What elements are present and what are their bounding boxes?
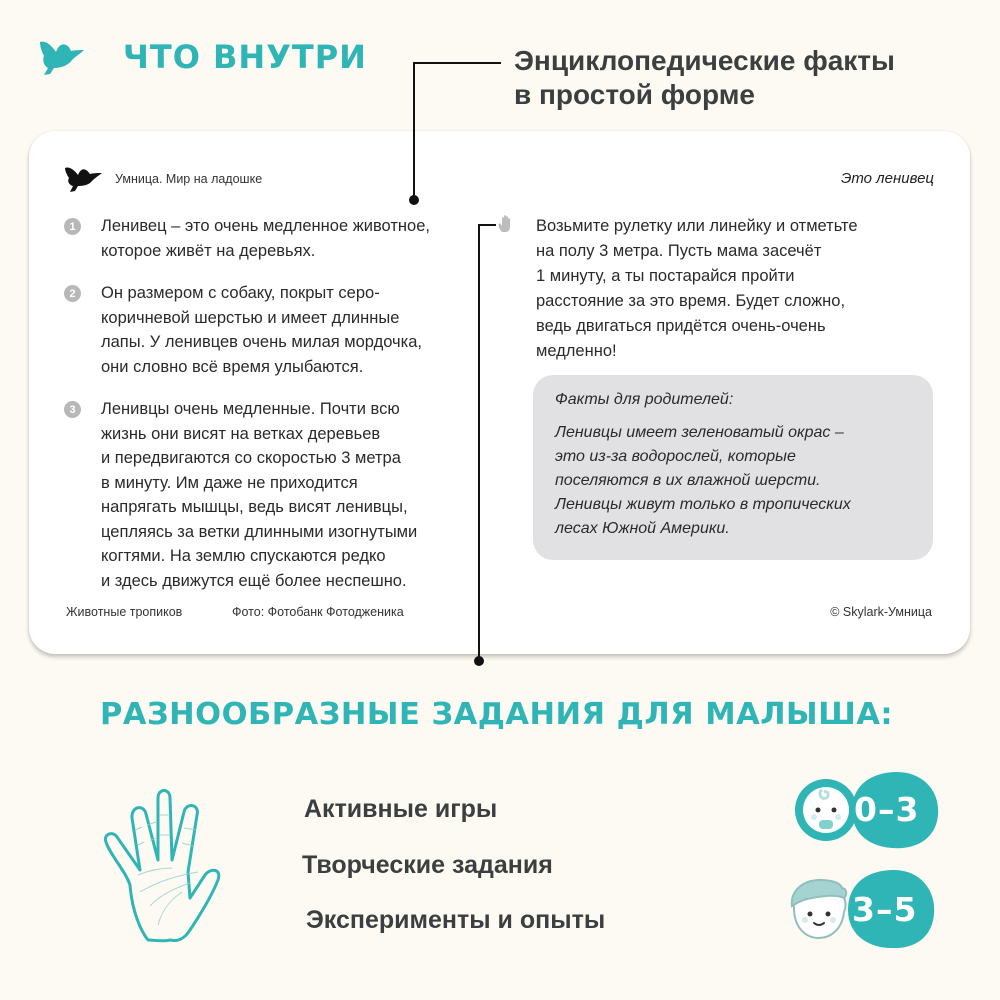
bird-icon [40,41,84,75]
fact-text: Ленивец – это очень медленное животное, … [101,217,430,260]
baby-face-icon [795,772,939,849]
callout-line-vertical [413,62,415,198]
fact-item: 1 Ленивец – это очень медленное животное… [64,214,484,263]
fact-number-badge: 3 [64,401,81,418]
fact-number-badge: 1 [64,218,81,235]
series-name: Умница. Мир на ладошке [115,172,263,186]
page-title: ЧТО ВНУТРИ [123,38,367,76]
parents-facts-title: Факты для родителей: [555,391,734,408]
facts-list: 1 Ленивец – это очень медленное животное… [64,214,484,611]
tasks-title: РАЗНООБРАЗНЫЕ ЗАДАНИЯ ДЛЯ МАЛЫША: [100,697,894,732]
child-face-icon [790,870,935,948]
age-range-label: 0–3 [854,790,920,829]
task-item-creative: Творческие задания [302,851,553,879]
parents-facts-box: Факты для родителей: Ленивцы имеет зелен… [533,375,933,560]
callout-dot [409,195,419,205]
activity-line-horizontal [478,224,496,226]
bird-logo-icon [65,167,102,192]
age-badge-0-3: 0–3 [792,770,942,850]
activity-line-vertical [478,224,480,660]
footer-copyright: © Skylark-Умница [830,605,932,619]
age-badge-3-5: 3–5 [786,868,936,948]
age-range-label: 3–5 [852,890,918,929]
parents-facts-text: Ленивцы имеет зеленоватый окрас – это из… [555,424,851,537]
task-item-experiments: Эксперименты и опыты [306,906,606,934]
activity-text: Возьмите рулетку или линейку и отметьте … [536,217,858,360]
fact-number-badge: 2 [64,285,81,302]
fact-text: Он размером с собаку, покрыт серо- корич… [101,284,422,376]
footer-photo-credit: Фото: Фотобанк Фотодженика [232,605,404,619]
footer-category: Животные тропиков [66,605,183,619]
task-item-active-games: Активные игры [304,795,498,823]
callout-line-horizontal [413,62,501,64]
fact-text: Ленивцы очень медленные. Почти всю жизнь… [101,400,418,590]
open-hand-icon [103,789,221,943]
hand-icon [498,215,510,232]
fact-item: 3 Ленивцы очень медленные. Почти всю жиз… [64,397,484,593]
fact-item: 2 Он размером с собаку, покрыт серо- кор… [64,281,484,379]
callout-title: Энциклопедические факты в простой форме [514,44,895,112]
activity-dot [474,656,484,666]
callout-text: Энциклопедические факты в простой форме [514,45,895,110]
page-heading: Это ленивец [840,170,934,187]
